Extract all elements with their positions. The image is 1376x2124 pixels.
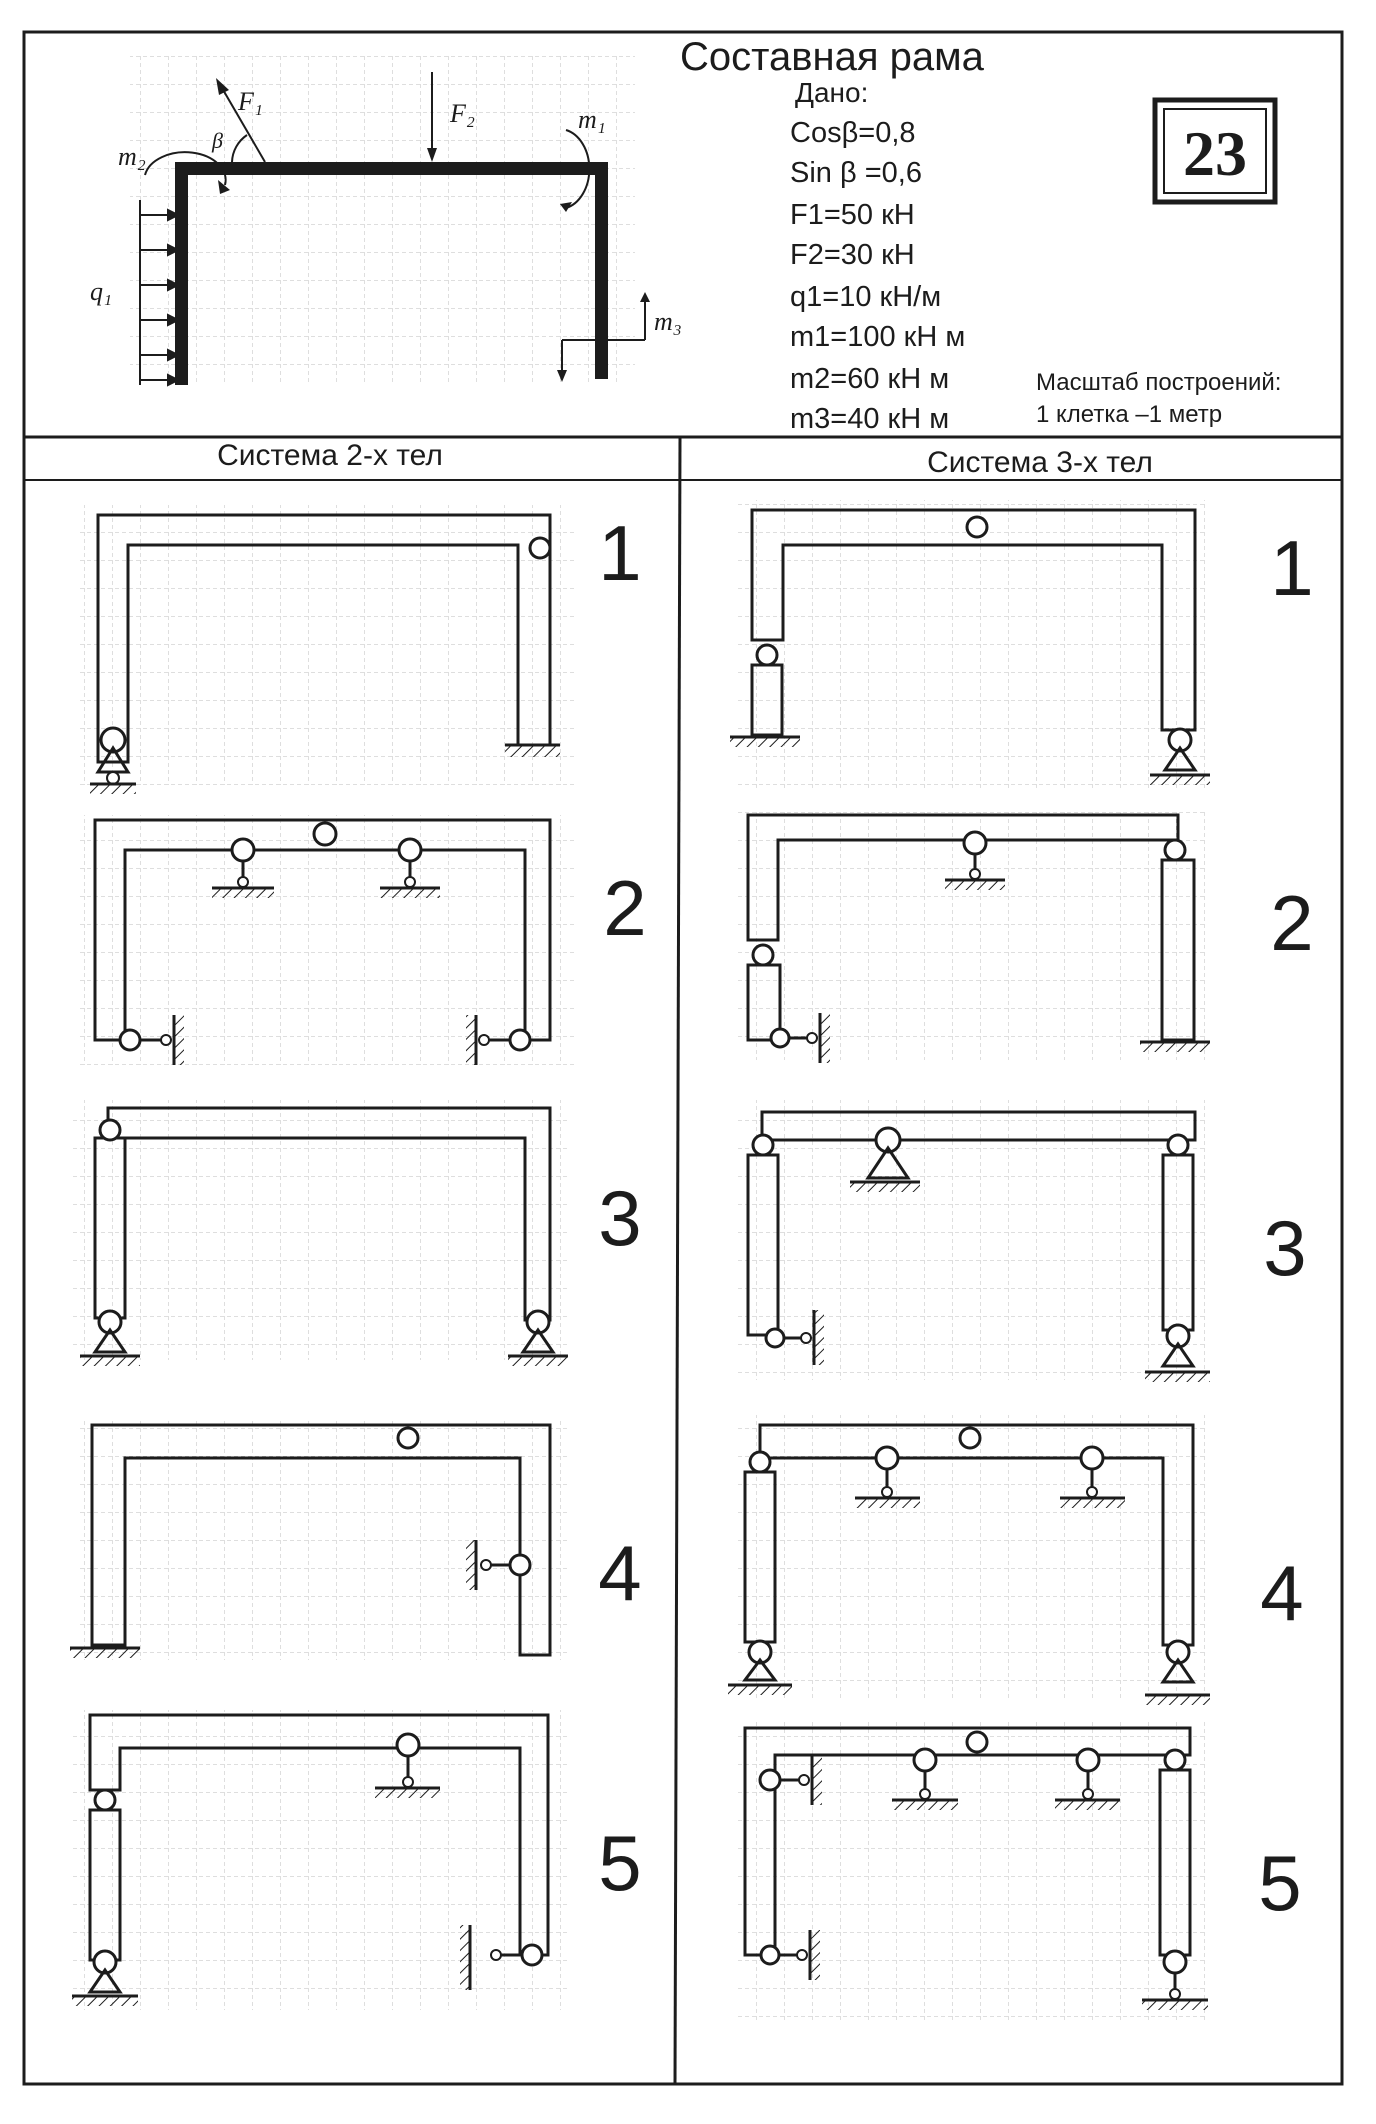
variant-label: 3 <box>1263 1204 1306 1292</box>
force-f1-arrow <box>221 87 266 163</box>
given-item: m3=40 кН м <box>790 403 949 435</box>
angle-beta-arc <box>231 134 248 163</box>
scheme-2body-1: 1 <box>80 505 642 794</box>
outer-frame <box>22 30 1344 2086</box>
scheme-3body-4: 4 <box>728 1415 1304 1705</box>
variant-label: 2 <box>603 864 646 952</box>
column-title-right: Система 3-х тел <box>927 446 1153 479</box>
variant-label: 1 <box>598 509 641 597</box>
column-divider <box>673 436 682 2085</box>
force-f1-head <box>216 78 229 95</box>
given-item: q1=10 кН/м <box>790 281 941 313</box>
column-title-left: Система 2-х тел <box>217 439 443 472</box>
given-item: m1=100 кН м <box>790 321 965 353</box>
main-left-column <box>175 168 188 385</box>
given-item: F1=50 кН <box>790 199 915 231</box>
label-f1: F₁ <box>237 87 263 116</box>
moment-m3-down-head <box>557 370 567 382</box>
scheme-3body-5: 5 <box>735 1720 1302 2020</box>
label-f2: F₂ <box>449 99 475 128</box>
scheme-2body-3: 3 <box>70 1100 642 1366</box>
label-beta: β <box>211 128 223 153</box>
label-m3: m₃ <box>654 307 682 336</box>
moment-m2-arc <box>144 151 227 186</box>
moment-m1-arc <box>565 129 591 209</box>
moment-m2-head <box>218 180 230 194</box>
variant-number: 23 <box>1183 118 1247 189</box>
variant-badge-frame <box>1152 97 1278 205</box>
scheme-3body-2: 2 <box>735 810 1314 1063</box>
variant-badge-inner <box>1163 108 1267 194</box>
scheme-3body-3: 3 <box>735 1100 1307 1382</box>
main-right-column <box>595 162 608 379</box>
variant-label: 2 <box>1270 879 1313 967</box>
scheme-2body-2: 2 <box>80 815 647 1065</box>
scheme-2body-4: 4 <box>70 1420 642 1660</box>
variant-label: 1 <box>1270 524 1313 612</box>
scale-title: Масштаб построений: <box>1036 369 1281 396</box>
variant-label: 4 <box>1260 1549 1303 1637</box>
force-f2-head <box>427 148 437 162</box>
scheme-2body-5: 5 <box>70 1710 642 2010</box>
distributed-load-q1 <box>139 200 181 387</box>
page-title: Составная рама <box>680 35 985 79</box>
label-m2: m₂ <box>118 142 146 171</box>
moment-m1-head <box>560 202 572 212</box>
label-m1: m₁ <box>578 105 606 134</box>
given-item: Sin β =0,6 <box>790 157 922 189</box>
scale-value: 1 клетка –1 метр <box>1036 401 1222 428</box>
main-top-beam <box>175 162 608 175</box>
scheme-3body-1: 1 <box>730 500 1314 790</box>
variant-label: 5 <box>1258 1839 1301 1927</box>
given-list: Cosβ=0,8 Sin β =0,6 F1=50 кН F2=30 кН q1… <box>790 117 965 435</box>
given-label: Дано: <box>795 77 868 108</box>
given-item: F2=30 кН <box>790 239 915 271</box>
main-frame-diagram: F₁ β F₂ m₂ m₁ m₃ q₁ <box>90 55 682 387</box>
given-item: Cosβ=0,8 <box>790 117 916 149</box>
given-item: m2=60 кН м <box>790 363 949 395</box>
main-grid <box>130 55 635 385</box>
variant-label: 4 <box>598 1529 641 1617</box>
label-q1: q₁ <box>90 277 112 306</box>
variant-label: 3 <box>598 1174 641 1262</box>
variant-label: 5 <box>598 1819 641 1907</box>
moment-m3-up-head <box>640 292 650 302</box>
